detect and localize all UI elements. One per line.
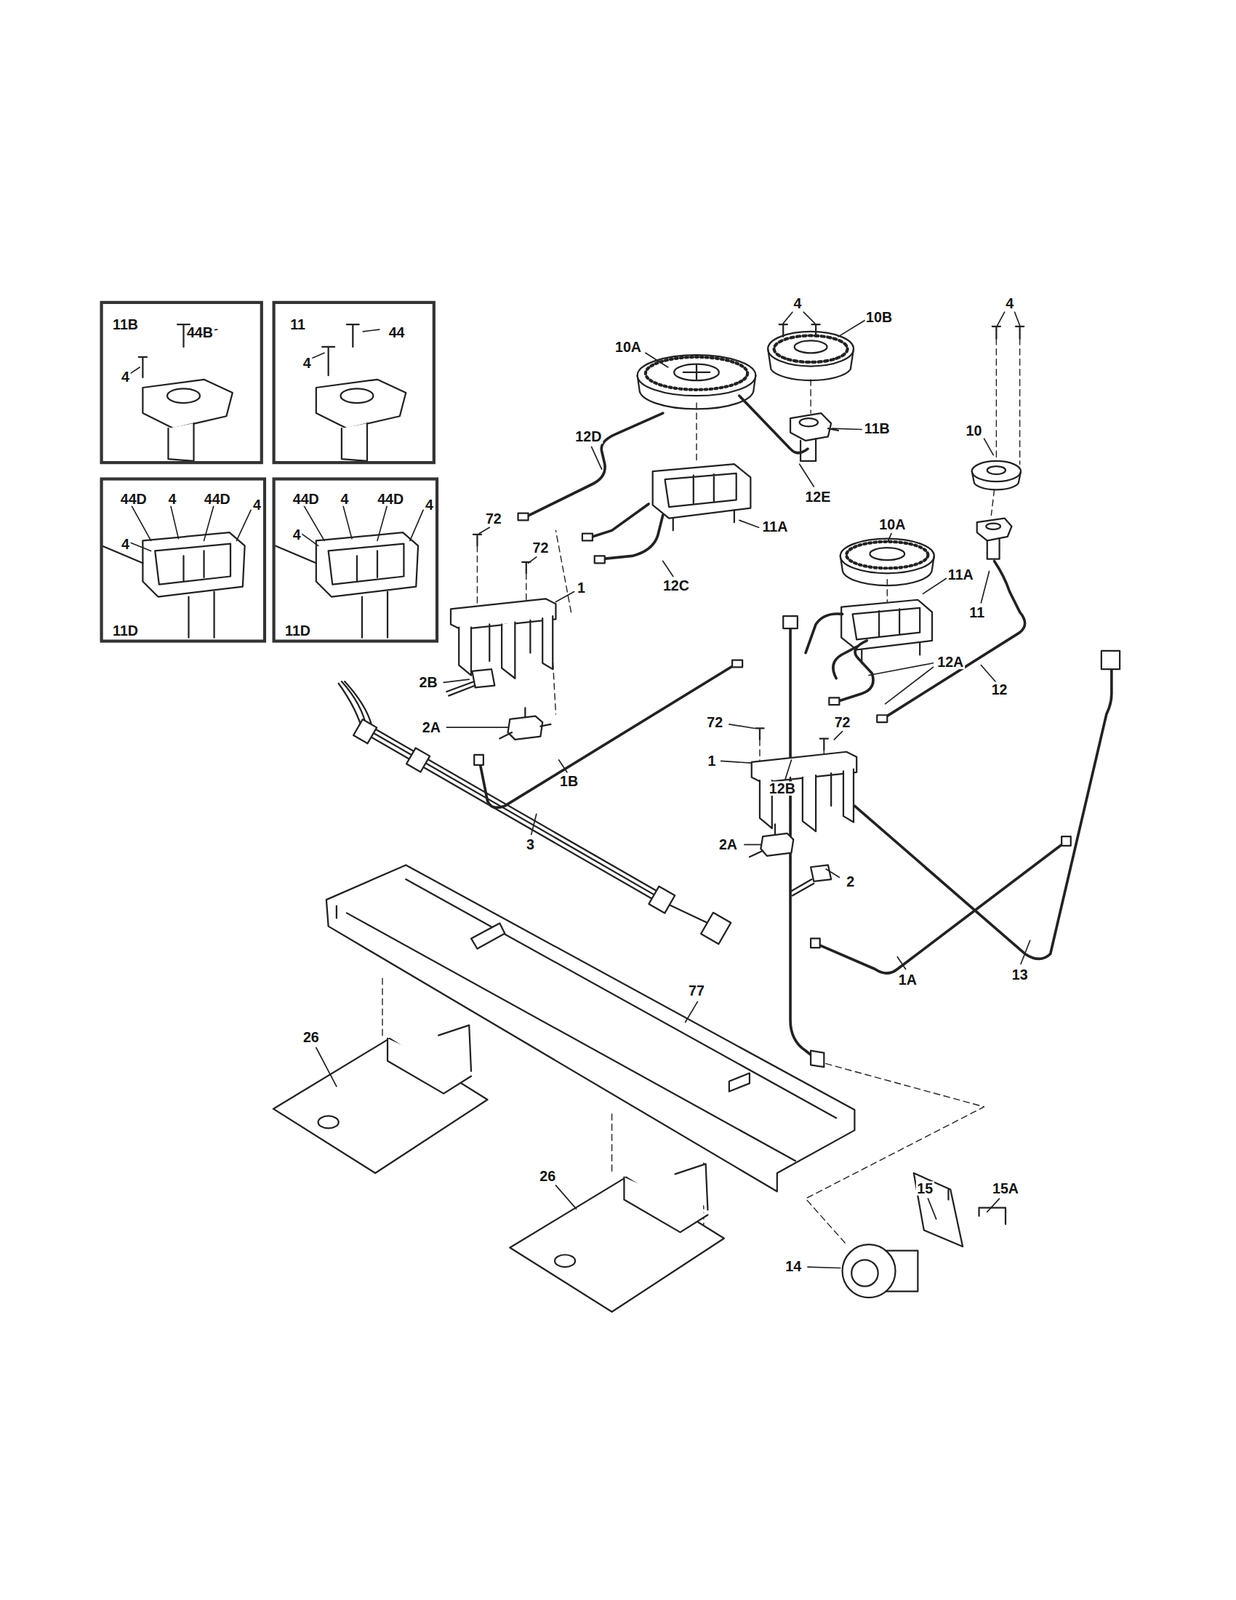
inset-parts bbox=[101, 324, 419, 638]
callout-number: 44 bbox=[387, 324, 406, 340]
callout-number: 72 bbox=[705, 714, 725, 730]
callout-number: 2B bbox=[418, 675, 439, 690]
heat-shields bbox=[273, 1025, 725, 1312]
burner-10a bbox=[637, 354, 757, 409]
callout-number: 4 bbox=[792, 295, 803, 311]
callout-number: 4 bbox=[120, 369, 131, 384]
callout-number: 11D bbox=[284, 623, 312, 638]
screws bbox=[473, 324, 1024, 750]
valve-bracket bbox=[450, 598, 556, 678]
callout-number: 44B bbox=[185, 324, 214, 340]
callout-number: 77 bbox=[687, 982, 706, 998]
callout-number: 4 bbox=[252, 497, 263, 512]
callout-number: 13 bbox=[1010, 966, 1029, 982]
callout-number: 11 bbox=[289, 316, 307, 332]
valves bbox=[446, 668, 832, 896]
callout-number: 3 bbox=[525, 837, 536, 853]
callout-number: 10A bbox=[878, 516, 907, 532]
callout-number: 12C bbox=[662, 578, 691, 593]
callout-number: 26 bbox=[538, 1168, 557, 1183]
valve-bracket-right bbox=[751, 751, 857, 832]
burner-base-11a bbox=[652, 463, 752, 531]
callout-number: 15 bbox=[916, 1180, 935, 1196]
callout-number: 12A bbox=[936, 654, 965, 669]
callout-number: 1A bbox=[897, 972, 918, 987]
callout-number: 4 bbox=[167, 491, 178, 507]
callout-number: 10A bbox=[614, 339, 643, 355]
burner-10a-right bbox=[840, 538, 935, 587]
inset-box: 11B 44B 4 bbox=[99, 301, 263, 464]
callout-number: 1 bbox=[576, 580, 587, 595]
callout-number: 4 bbox=[291, 527, 302, 542]
callout-number: 12B bbox=[767, 780, 797, 796]
callout-number: 12E bbox=[804, 489, 832, 504]
callout-number: 11A bbox=[946, 567, 975, 582]
callout-number: 2A bbox=[718, 837, 739, 853]
callout-number: 4 bbox=[120, 536, 131, 552]
callout-number: 12D bbox=[574, 429, 603, 445]
callout-number: 11 bbox=[968, 604, 986, 620]
callout-number: 2 bbox=[845, 873, 856, 889]
callout-number: 44D bbox=[376, 491, 405, 507]
pressure-regulator bbox=[842, 1172, 1006, 1298]
callout-number: 44D bbox=[119, 491, 148, 507]
callout-number: 72 bbox=[531, 540, 550, 555]
callout-number: 72 bbox=[484, 511, 504, 526]
callout-number: 4 bbox=[1004, 295, 1015, 311]
inset-box: 44D 4 44D 4 4 11D bbox=[99, 476, 266, 642]
burner-base-11 bbox=[977, 518, 1013, 560]
callout-number: 44D bbox=[291, 491, 320, 507]
callout-number: 11B bbox=[111, 316, 140, 332]
callout-number: 10B bbox=[865, 309, 894, 325]
callout-number: 4 bbox=[339, 491, 350, 507]
callout-number: 1B bbox=[559, 774, 580, 789]
callout-number: 12 bbox=[990, 681, 1009, 697]
burner-10 bbox=[972, 460, 1021, 490]
leader-lines bbox=[316, 311, 1031, 1268]
inset-leader-lines bbox=[130, 324, 424, 551]
callout-number: 1 bbox=[706, 753, 717, 769]
callout-number: 26 bbox=[301, 1030, 320, 1045]
callout-number: 14 bbox=[784, 1258, 803, 1274]
callout-number: 15A bbox=[991, 1180, 1021, 1196]
inset-box: 44D 4 44D 4 4 11D bbox=[272, 476, 439, 642]
callout-number: 10 bbox=[964, 423, 983, 438]
callout-number: 11B bbox=[863, 420, 891, 436]
callout-number: 2A bbox=[420, 719, 442, 735]
burner-10b bbox=[767, 331, 854, 381]
callout-number: 72 bbox=[833, 714, 852, 730]
callout-number: 4 bbox=[301, 356, 312, 371]
inset-box: 11444 bbox=[272, 301, 436, 464]
callout-number: 44D bbox=[202, 491, 232, 507]
callout-number: 4 bbox=[424, 497, 435, 512]
callout-number: 11D bbox=[111, 623, 140, 638]
callout-number: 11A bbox=[761, 519, 789, 534]
